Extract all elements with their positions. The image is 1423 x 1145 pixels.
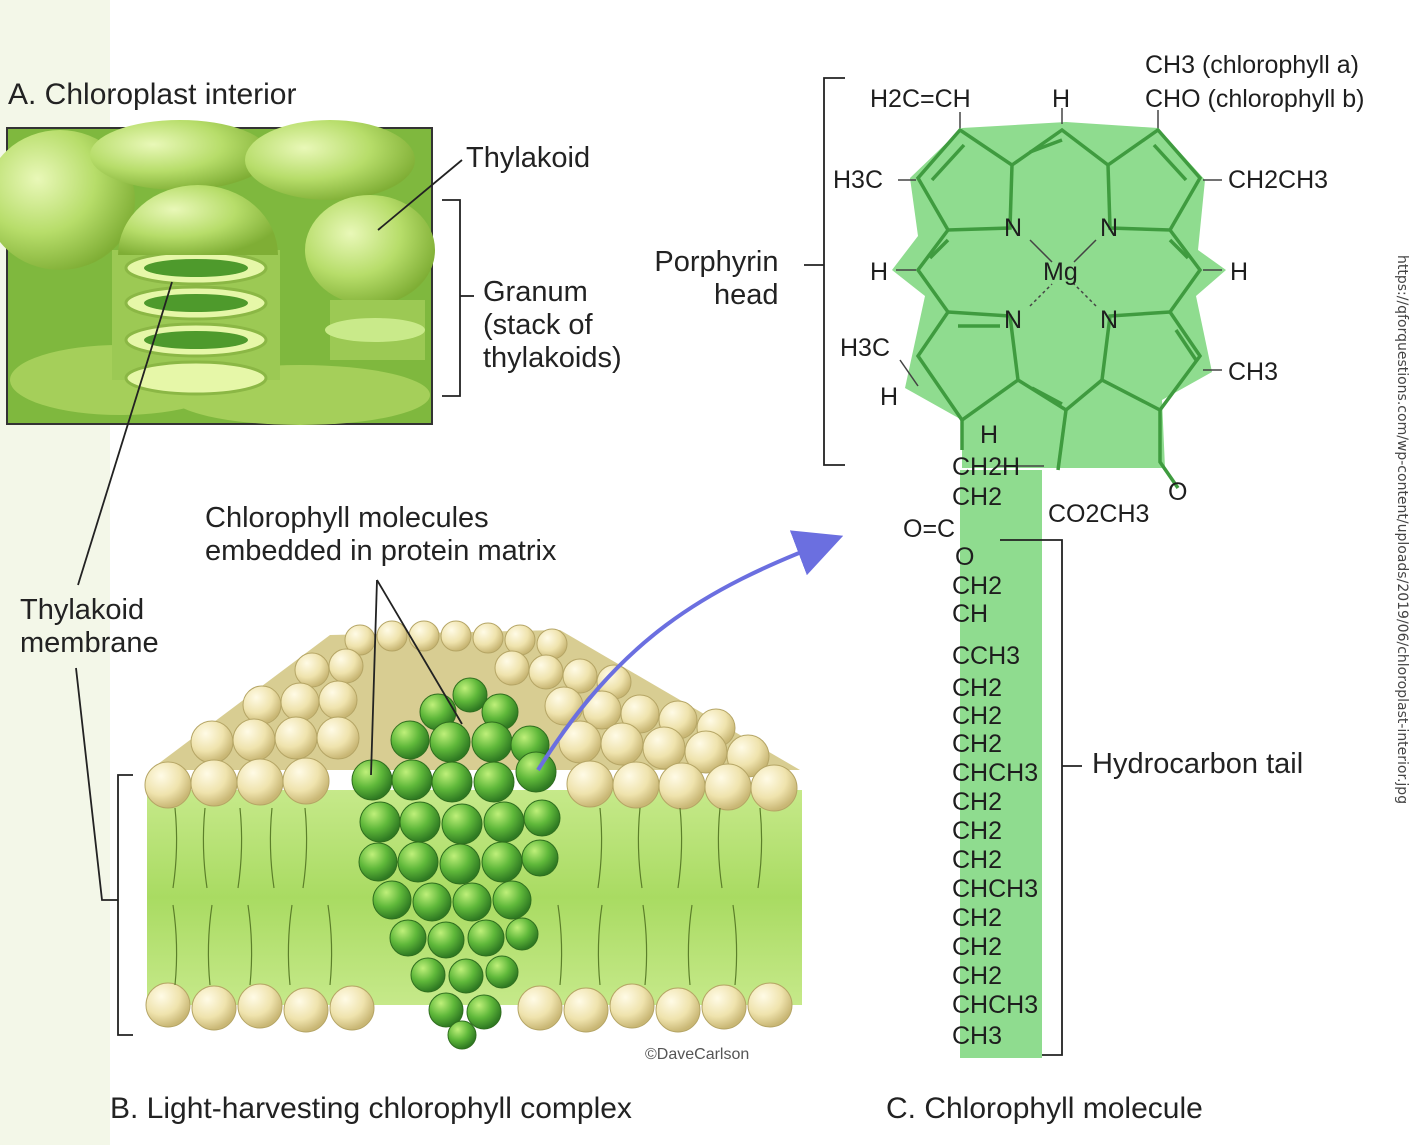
- chain-atom: CH: [952, 600, 988, 628]
- membrane-line-1: Thylakoid: [20, 594, 159, 627]
- chain-atom: CH2: [952, 674, 1002, 702]
- nitrogen-2: N: [1100, 214, 1118, 242]
- granum-line-1: Granum: [483, 276, 622, 309]
- panel-c-title: C. Chlorophyll molecule: [886, 1092, 1203, 1126]
- nitrogen-3: N: [1004, 306, 1022, 334]
- chain-atom: CHCH3: [952, 875, 1038, 903]
- chain-atom: CH2: [952, 904, 1002, 932]
- hydrogen-lower-left: H: [880, 383, 898, 411]
- porphyrin-head-label: Porphyrin head: [652, 246, 779, 312]
- chain-atom: CH2: [952, 572, 1002, 600]
- granum-line-2: (stack of: [483, 309, 622, 342]
- chain-atom: CH2: [952, 817, 1002, 845]
- thylakoid-membrane-label: Thylakoid membrane: [20, 594, 159, 660]
- vinyl-group: H2C=CH: [870, 85, 971, 113]
- meso-hydrogen-top: H: [1052, 85, 1070, 113]
- thylakoid-membrane-illustration: [145, 621, 802, 1049]
- membrane-line-2: membrane: [20, 627, 159, 660]
- callout-line-2: embedded in protein matrix: [205, 535, 556, 568]
- methyl-group-right: CH3: [1228, 358, 1278, 386]
- chain-atom: CH2: [952, 962, 1002, 990]
- chloroplast-illustration: [0, 120, 435, 425]
- porphyrin-line-1: Porphyrin: [652, 246, 779, 279]
- chlorophyll-callout: Chlorophyll molecules embedded in protei…: [205, 502, 556, 568]
- thylakoid-label: Thylakoid: [466, 142, 590, 175]
- variant-chlorophyll-a: CH3 (chlorophyll a): [1145, 51, 1359, 79]
- ester-group: CO2CH3: [1048, 500, 1149, 528]
- chain-atom: O=C: [903, 515, 955, 543]
- keto-oxygen: O: [1168, 478, 1187, 506]
- granum-line-3: thylakoids): [483, 342, 622, 375]
- illustrator-credit: ©DaveCarlson: [645, 1046, 749, 1064]
- panel-b-title: B. Light-harvesting chlorophyll complex: [110, 1092, 632, 1126]
- chain-atom: CH2: [952, 702, 1002, 730]
- chain-atom: CHCH3: [952, 759, 1038, 787]
- chain-atom: CH2: [952, 788, 1002, 816]
- methyl-group-lower-left: H3C: [840, 334, 890, 362]
- chain-atom: CH2: [952, 730, 1002, 758]
- chain-atom: CH2H: [952, 453, 1020, 481]
- chain-atom: CHCH3: [952, 991, 1038, 1019]
- porphyrin-line-2: head: [652, 279, 779, 312]
- variant-chlorophyll-b: CHO (chlorophyll b): [1145, 85, 1365, 113]
- chain-atom: CH2: [952, 933, 1002, 961]
- methyl-group-left: H3C: [833, 166, 883, 194]
- chain-atom: CH2: [952, 846, 1002, 874]
- porphyrin-head-fill: [892, 122, 1226, 468]
- ethyl-group: CH2CH3: [1228, 166, 1328, 194]
- chain-atom: CH3: [952, 1022, 1002, 1050]
- granum-label: Granum (stack of thylakoids): [483, 276, 622, 375]
- hydrocarbon-tail-label: Hydrocarbon tail: [1092, 748, 1303, 781]
- nitrogen-1: N: [1004, 214, 1022, 242]
- source-url-watermark: https://qforquestions.com/wp-content/upl…: [1394, 255, 1410, 804]
- nitrogen-4: N: [1100, 306, 1118, 334]
- chain-atom: O: [955, 543, 974, 571]
- chain-atom: CH2: [952, 483, 1002, 511]
- chlorophyll-structure: [892, 108, 1226, 1058]
- meso-hydrogen-left: H: [870, 258, 888, 286]
- magnesium-atom: Mg: [1043, 258, 1078, 286]
- callout-line-1: Chlorophyll molecules: [205, 502, 556, 535]
- panel-a-title: A. Chloroplast interior: [8, 78, 296, 112]
- chain-atom: CCH3: [952, 642, 1020, 670]
- bridge-hydrogen: H: [980, 421, 998, 449]
- meso-hydrogen-right: H: [1230, 258, 1248, 286]
